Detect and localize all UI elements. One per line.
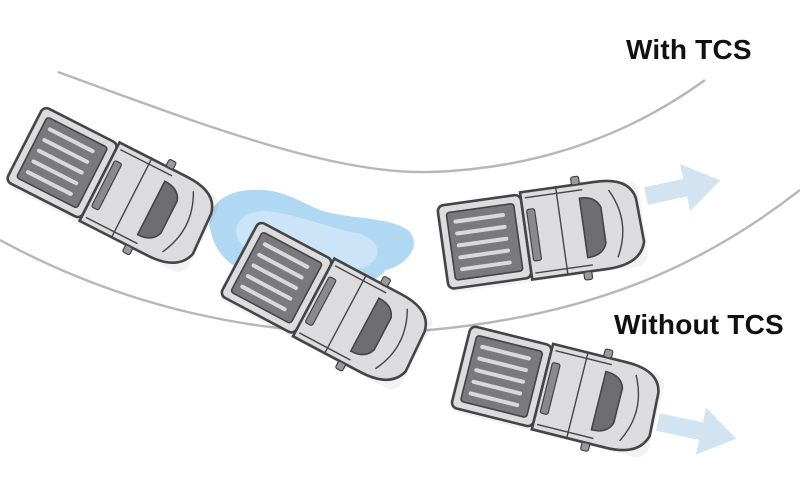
truck-with-tcs [431,166,653,302]
truck-sliding-rear [0,94,231,284]
direction-arrow-icon [644,164,721,212]
without-tcs-label: Without TCS [614,309,784,340]
direction-arrow-icon [656,407,737,455]
with-tcs-label: With TCS [626,34,752,65]
road-outer-edge [57,70,706,174]
pickup-truck-icon [431,166,653,302]
pickup-truck-icon [0,94,231,284]
